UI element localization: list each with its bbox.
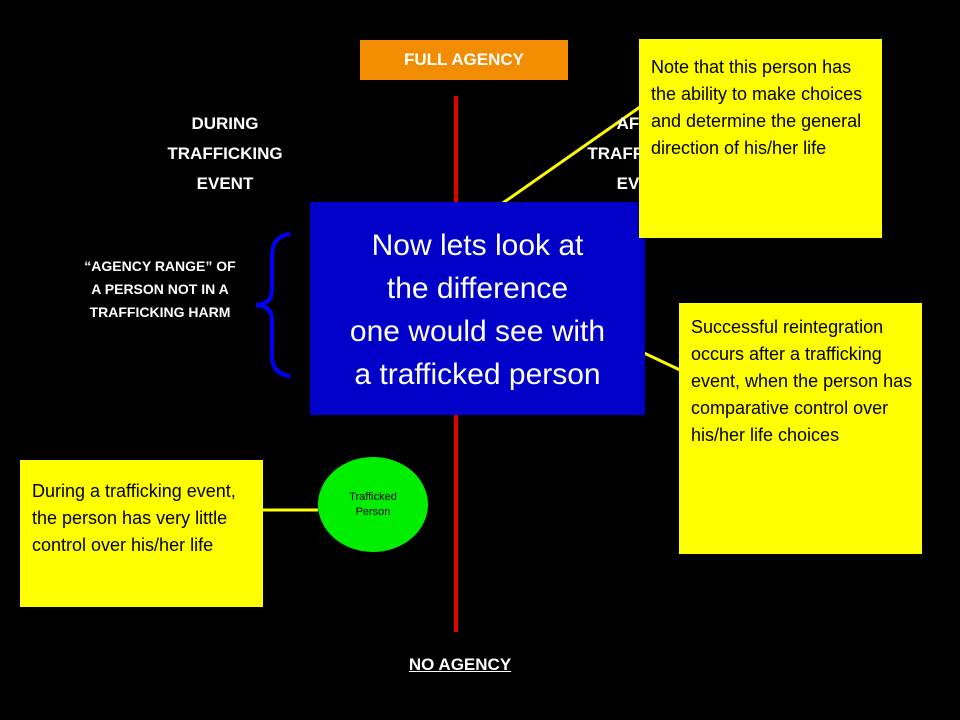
- center-message-box: Now lets look at the difference one woul…: [310, 202, 645, 415]
- center-message-line-3: one would see with: [349, 315, 606, 348]
- agency-range-label: “AGENCY RANGE” OF A PERSON NOT IN A TRAF…: [55, 255, 265, 324]
- note-full-agency: Note that this person has the ability to…: [639, 39, 882, 238]
- note-reintegration: Successful reintegration occurs after a …: [679, 303, 922, 554]
- no-agency-label: NO AGENCY: [408, 655, 512, 674]
- trafficked-person-marker: Trafficked Person: [318, 457, 428, 552]
- during-label-line-3: EVENT: [196, 174, 254, 193]
- agency-range-line-1: “AGENCY RANGE” OF: [84, 258, 236, 274]
- full-agency-label: FULL AGENCY: [360, 40, 568, 80]
- agency-range-line-2: A PERSON NOT IN A: [91, 281, 229, 297]
- person-label-line-2: Person: [355, 505, 391, 518]
- person-label-line-1: Trafficked: [349, 490, 397, 503]
- agency-range-bracket: [255, 232, 291, 378]
- during-trafficking-label: DURING TRAFFICKING EVENT: [140, 109, 310, 199]
- center-message-line-2: the difference: [386, 272, 569, 305]
- center-message-line-4: a trafficked person: [354, 358, 601, 391]
- during-label-line-2: TRAFFICKING: [167, 144, 283, 163]
- note-during-trafficking: During a trafficking event, the person h…: [20, 460, 263, 607]
- center-message-line-1: Now lets look at: [371, 229, 584, 262]
- during-label-line-1: DURING: [191, 114, 259, 133]
- agency-range-line-3: TRAFFICKING HARM: [89, 304, 231, 320]
